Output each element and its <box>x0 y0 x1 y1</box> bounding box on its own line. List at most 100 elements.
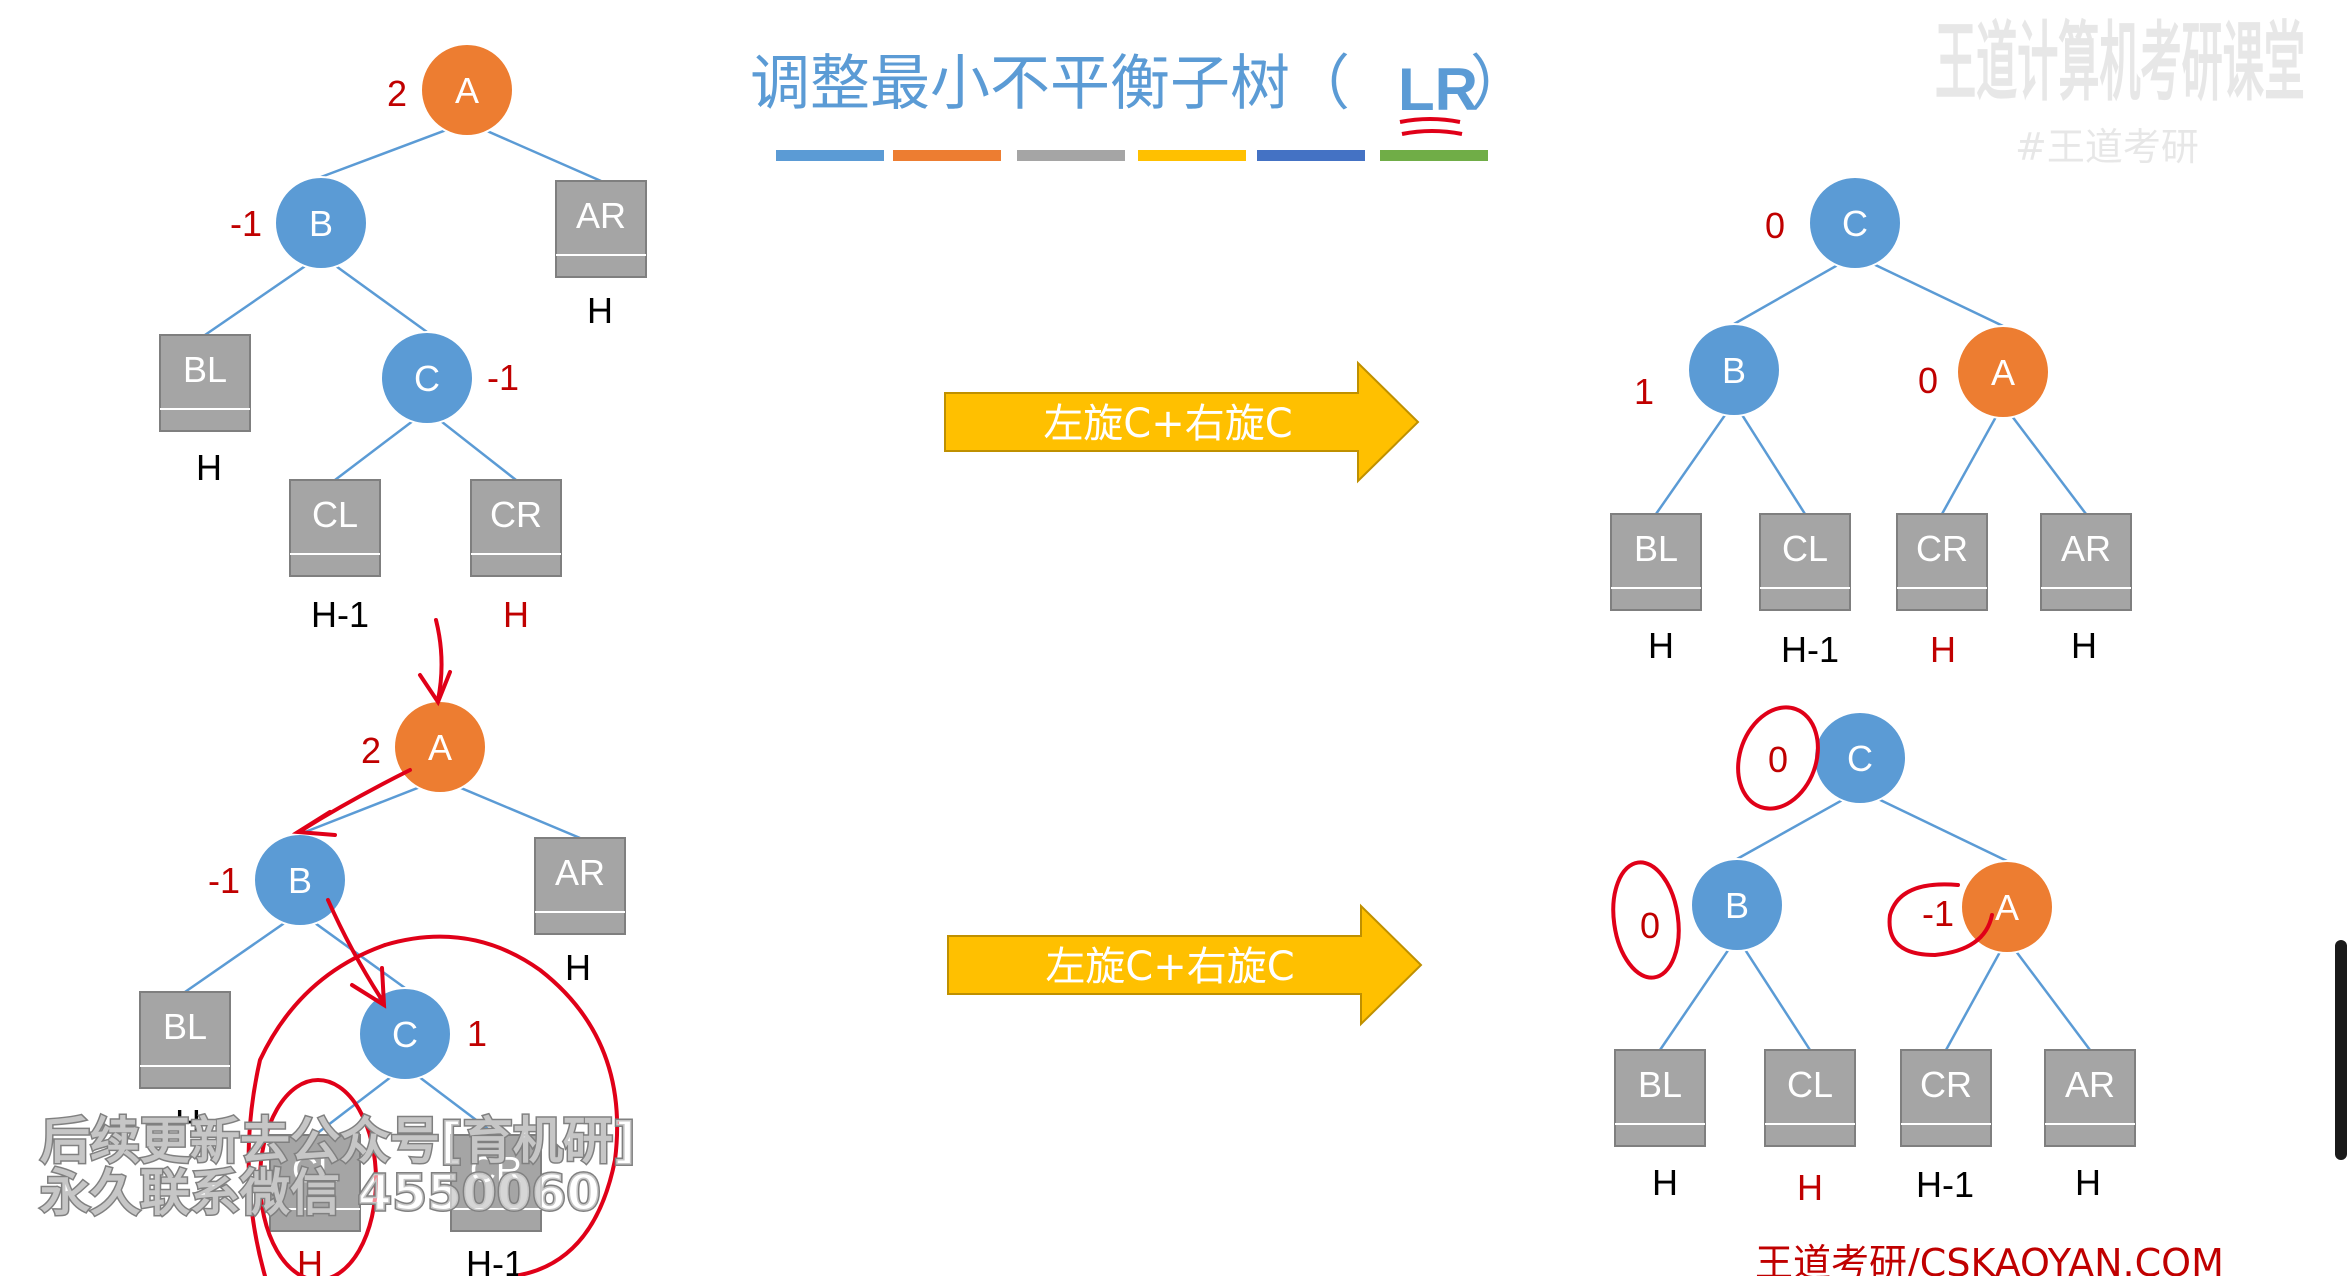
subtree-cr: CRH <box>1896 513 1988 670</box>
lr-underline-1 <box>1399 117 1461 124</box>
watermark-logo-text: 王道计算机考研课堂 <box>1935 13 2305 113</box>
node-label: C <box>1847 738 1873 779</box>
annotation-arrow-b-to-c <box>326 898 384 1002</box>
lr-underline-2 <box>1401 129 1463 136</box>
node-circle <box>1690 858 1784 952</box>
node-circle <box>1813 711 1907 805</box>
tree-edge <box>1859 789 2008 863</box>
subtree-cr: CRH-1 <box>450 1134 542 1276</box>
title-color-bar <box>776 150 884 161</box>
tree-edge <box>1735 936 1812 1051</box>
node-b: B1 <box>1634 323 1781 417</box>
node-label: A <box>1991 352 2015 393</box>
subtree-label: AR <box>2061 528 2111 569</box>
subtree-ar: ARH <box>555 180 647 331</box>
tree-edge <box>1736 789 1861 861</box>
node-label: B <box>309 203 333 244</box>
tree-edge <box>184 911 301 994</box>
annotation-loop-c-subtree <box>383 934 620 1276</box>
node-a: A2 <box>387 43 514 137</box>
subtree-height: H-1 <box>1781 629 1839 670</box>
tree-edge <box>1732 401 1807 515</box>
subtree-height: H <box>1930 629 1956 670</box>
node-a: A2 <box>361 700 487 794</box>
balance-factor: 0 <box>1640 905 1660 946</box>
subtree-label: AR <box>2065 1064 2115 1105</box>
subtree-height: H-1 <box>466 1243 524 1276</box>
handwritten-annotations <box>246 618 1994 1276</box>
annotation-circle-c-balance <box>1736 705 1820 811</box>
node-label: B <box>1725 885 1749 926</box>
balance-factor: 2 <box>387 73 407 114</box>
node-c: C-1 <box>380 331 519 425</box>
tree-edge <box>2002 403 2087 515</box>
subtree-height: H <box>2075 1162 2101 1203</box>
subtree-height: H <box>2071 625 2097 666</box>
balance-factor: -1 <box>1922 893 1954 934</box>
balance-factor: 0 <box>1765 205 1785 246</box>
subtree-box <box>1610 513 1702 611</box>
balance-factor: 2 <box>361 730 381 771</box>
subtree-box <box>470 479 562 577</box>
tree-edge <box>320 121 468 179</box>
subtree-bl: BLH <box>139 991 231 1143</box>
annotation-circle-cl <box>258 1078 378 1276</box>
node-circle <box>380 331 474 425</box>
subtree-box <box>139 991 231 1089</box>
node-label: A <box>428 727 452 768</box>
balance-factor: -1 <box>208 860 240 901</box>
subtree-label: BL <box>183 349 227 390</box>
overlay-line-1: 后续更新去公众号[育机研] <box>40 1112 636 1170</box>
annotation-loop-c-subtree-left <box>246 943 387 1276</box>
node-circle <box>1956 325 2050 419</box>
node-circle <box>358 987 452 1081</box>
watermark-logo: 王道计算机考研课堂 #王道考研 <box>1935 13 2305 169</box>
subtree-label: CR <box>1920 1064 1972 1105</box>
subtree-label: CR <box>490 494 542 535</box>
subtree-cl: CLH <box>1764 1049 1856 1208</box>
subtree-label: BL <box>1634 528 1678 569</box>
balance-factor: -1 <box>230 203 262 244</box>
tree-edge <box>1854 254 2004 328</box>
tree-edge <box>466 121 602 183</box>
subtree-ar: AR H <box>2040 513 2132 666</box>
node-b: B -1 <box>208 833 347 927</box>
title-color-bar <box>1138 150 1246 161</box>
subtree-box <box>2044 1049 2136 1147</box>
tree-edge <box>439 778 581 840</box>
node-label: C <box>392 1014 418 1055</box>
arrow-label: 左旋C+右旋C <box>1043 401 1292 447</box>
node-label: B <box>288 860 312 901</box>
subtree-cl: CLH <box>269 1134 361 1276</box>
node-circle <box>1687 323 1781 417</box>
overlay-watermark: 后续更新去公众号[育机研] 永久联系微信 4550060 <box>39 1111 638 1224</box>
annotation-arrow-into-a <box>434 618 444 702</box>
tree-edge <box>1654 401 1736 515</box>
node-c: C0 <box>1765 176 1902 270</box>
subtree-height: H-1 <box>311 594 369 635</box>
annotation-arrowhead <box>291 810 337 837</box>
tree-edge <box>1658 936 1739 1051</box>
subtree-bl: BLH <box>1610 513 1702 666</box>
arrow-shape <box>944 360 1420 484</box>
subtree-cr: CRH-1 <box>1900 1049 1992 1205</box>
subtree-height: H <box>1797 1167 1823 1208</box>
subtree-box <box>1614 1049 1706 1147</box>
node-label: B <box>1722 350 1746 391</box>
node-label: A <box>455 70 479 111</box>
rotation-arrow-top: 左旋C+右旋C <box>944 360 1420 484</box>
node-label: C <box>1842 203 1868 244</box>
subtree-cl: CLH-1 <box>289 479 381 635</box>
tree-edge <box>2005 938 2092 1051</box>
tree-edge <box>1944 938 2009 1051</box>
subtree-box <box>450 1134 542 1232</box>
annotation-circle-b-balance <box>1611 860 1681 980</box>
node-b: B0 <box>1640 858 1784 952</box>
title-color-bar <box>893 150 1001 161</box>
subtree-box <box>555 180 647 278</box>
subtree-ar: ARH <box>534 837 626 988</box>
side-scroll-handle[interactable] <box>2335 940 2347 1160</box>
